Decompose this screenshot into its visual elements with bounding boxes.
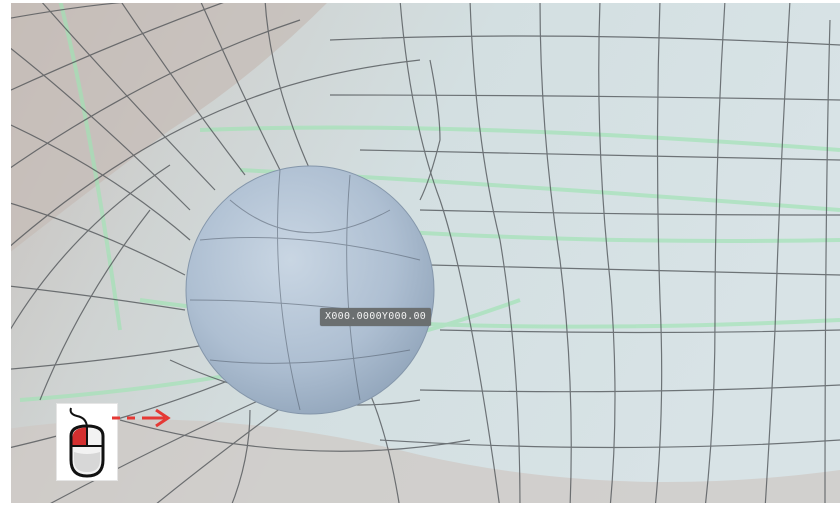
sphere-object [185,165,435,415]
mouse-left-click-icon [69,407,105,478]
top-border [0,0,840,3]
mouse-hint [56,403,118,481]
right-arrow-icon [112,408,171,428]
left-border [0,0,11,509]
lower-band [0,419,840,509]
upper-left-region [0,0,330,260]
bottom-border [0,503,840,509]
coordinate-label: X000.0000Y000.00 [320,308,432,326]
